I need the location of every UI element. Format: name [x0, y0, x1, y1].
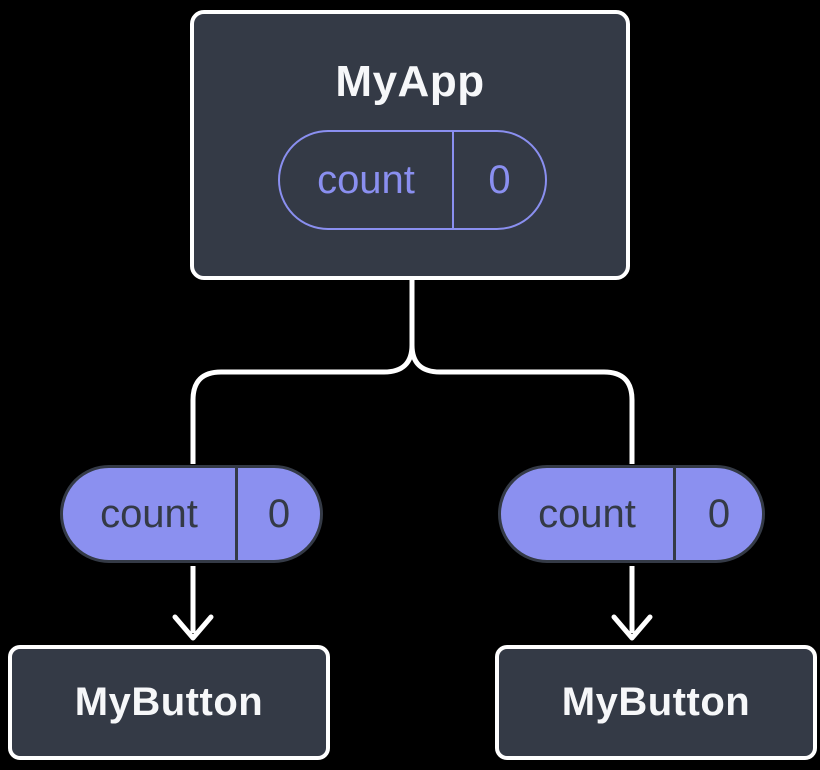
branch-line-left — [190, 272, 415, 464]
prop-pill-right: count 0 — [498, 465, 765, 563]
state-label: count — [317, 157, 415, 202]
component-title: MyButton — [561, 680, 751, 724]
arrow-down-left-icon — [172, 614, 214, 641]
branch-line-right — [409, 272, 635, 464]
mybutton-component-box-left: MyButton — [8, 645, 330, 760]
state-value: 0 — [452, 132, 545, 228]
prop-value: 0 — [235, 468, 320, 560]
prop-value: 0 — [673, 468, 762, 560]
state-pill: count 0 — [278, 130, 547, 230]
component-title: MyButton — [74, 680, 264, 724]
component-title: MyApp — [335, 57, 485, 106]
myapp-component-box: MyApp count 0 — [190, 10, 630, 280]
prop-pill-left: count 0 — [60, 465, 323, 563]
prop-label: count — [100, 491, 198, 536]
prop-label: count — [538, 491, 636, 536]
mybutton-component-box-right: MyButton — [495, 645, 817, 760]
arrow-down-right-icon — [611, 614, 653, 641]
